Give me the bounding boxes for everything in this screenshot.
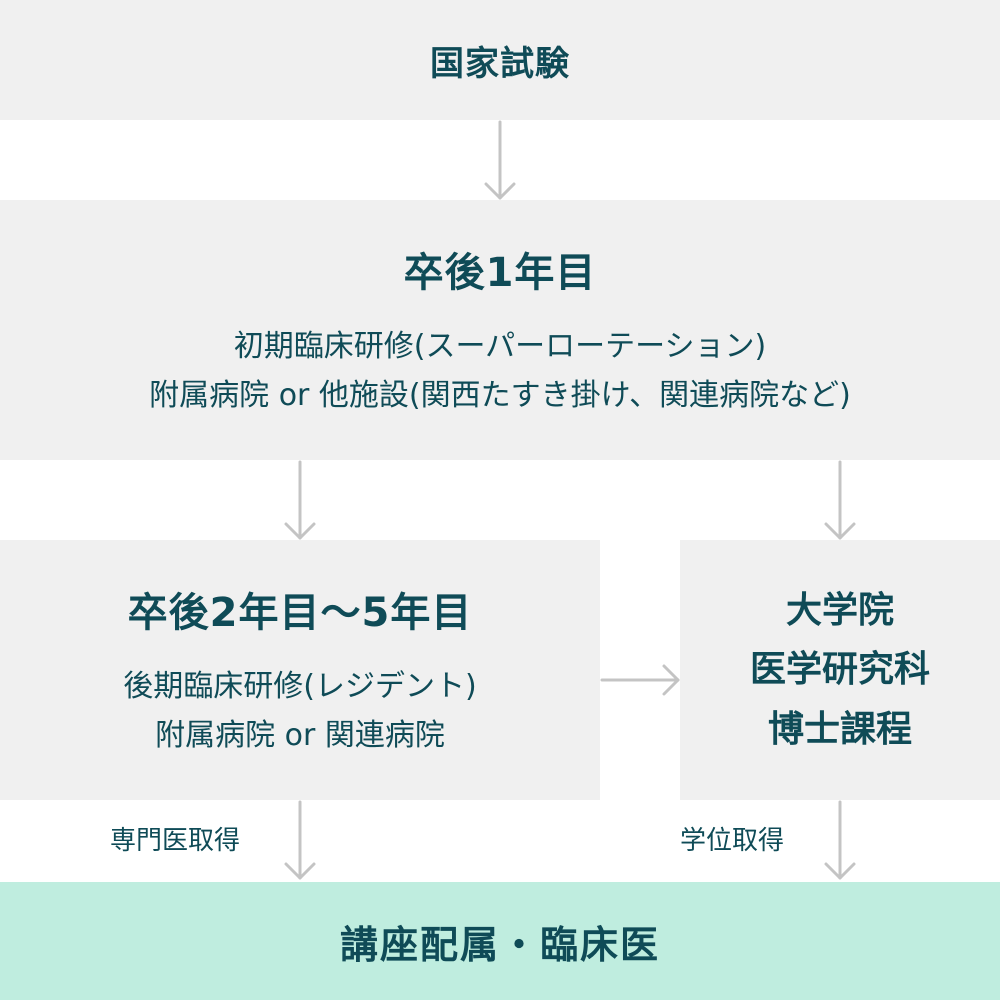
graduate-school-box: 大学院 医学研究科 博士課程 xyxy=(680,540,1000,800)
year1-title: 卒後1年目 xyxy=(403,249,597,296)
final-title: 講座配属・臨床医 xyxy=(339,922,660,967)
specialist-label: 専門医取得 xyxy=(110,826,241,856)
arrow-down-icon xyxy=(284,862,316,880)
year1-line-1: 初期臨床研修(スーパーローテーション) xyxy=(233,328,767,364)
arrow-year1-to-graduate xyxy=(824,460,856,540)
arrow-down-icon xyxy=(824,522,856,540)
arrow-graduate-to-final xyxy=(824,800,856,880)
arrow-down-icon xyxy=(284,522,316,540)
arrow-right-icon xyxy=(662,664,680,696)
graduate-line-3: 博士課程 xyxy=(767,708,912,750)
national-exam-box: 国家試験 xyxy=(0,0,1000,120)
year1-box: 卒後1年目 初期臨床研修(スーパーローテーション) 附属病院 or 他施設(関西… xyxy=(0,200,1000,460)
graduate-line-1: 大学院 xyxy=(785,589,894,631)
degree-label: 学位取得 xyxy=(680,826,785,856)
year1-line-2: 附属病院 or 他施設(関西たすき掛け、関連病院など) xyxy=(149,378,851,413)
final-box: 講座配属・臨床医 xyxy=(0,882,1000,1000)
graduate-line-2: 医学研究科 xyxy=(749,649,930,691)
year2-5-line-1: 後期臨床研修(レジデント) xyxy=(123,668,477,704)
arrow-down-icon xyxy=(484,182,516,200)
national-exam-title: 国家試験 xyxy=(430,43,570,84)
year2-5-title: 卒後2年目〜5年目 xyxy=(127,589,473,636)
arrow-year2-to-final xyxy=(284,800,316,880)
arrow-down-icon xyxy=(824,862,856,880)
arrow-year2-to-graduate xyxy=(600,664,680,696)
arrow-year1-to-year2 xyxy=(284,460,316,540)
year2-5-line-2: 附属病院 or 関連病院 xyxy=(155,718,445,753)
arrow-exam-to-year1 xyxy=(484,120,516,200)
year2-5-box: 卒後2年目〜5年目 後期臨床研修(レジデント) 附属病院 or 関連病院 xyxy=(0,540,600,800)
